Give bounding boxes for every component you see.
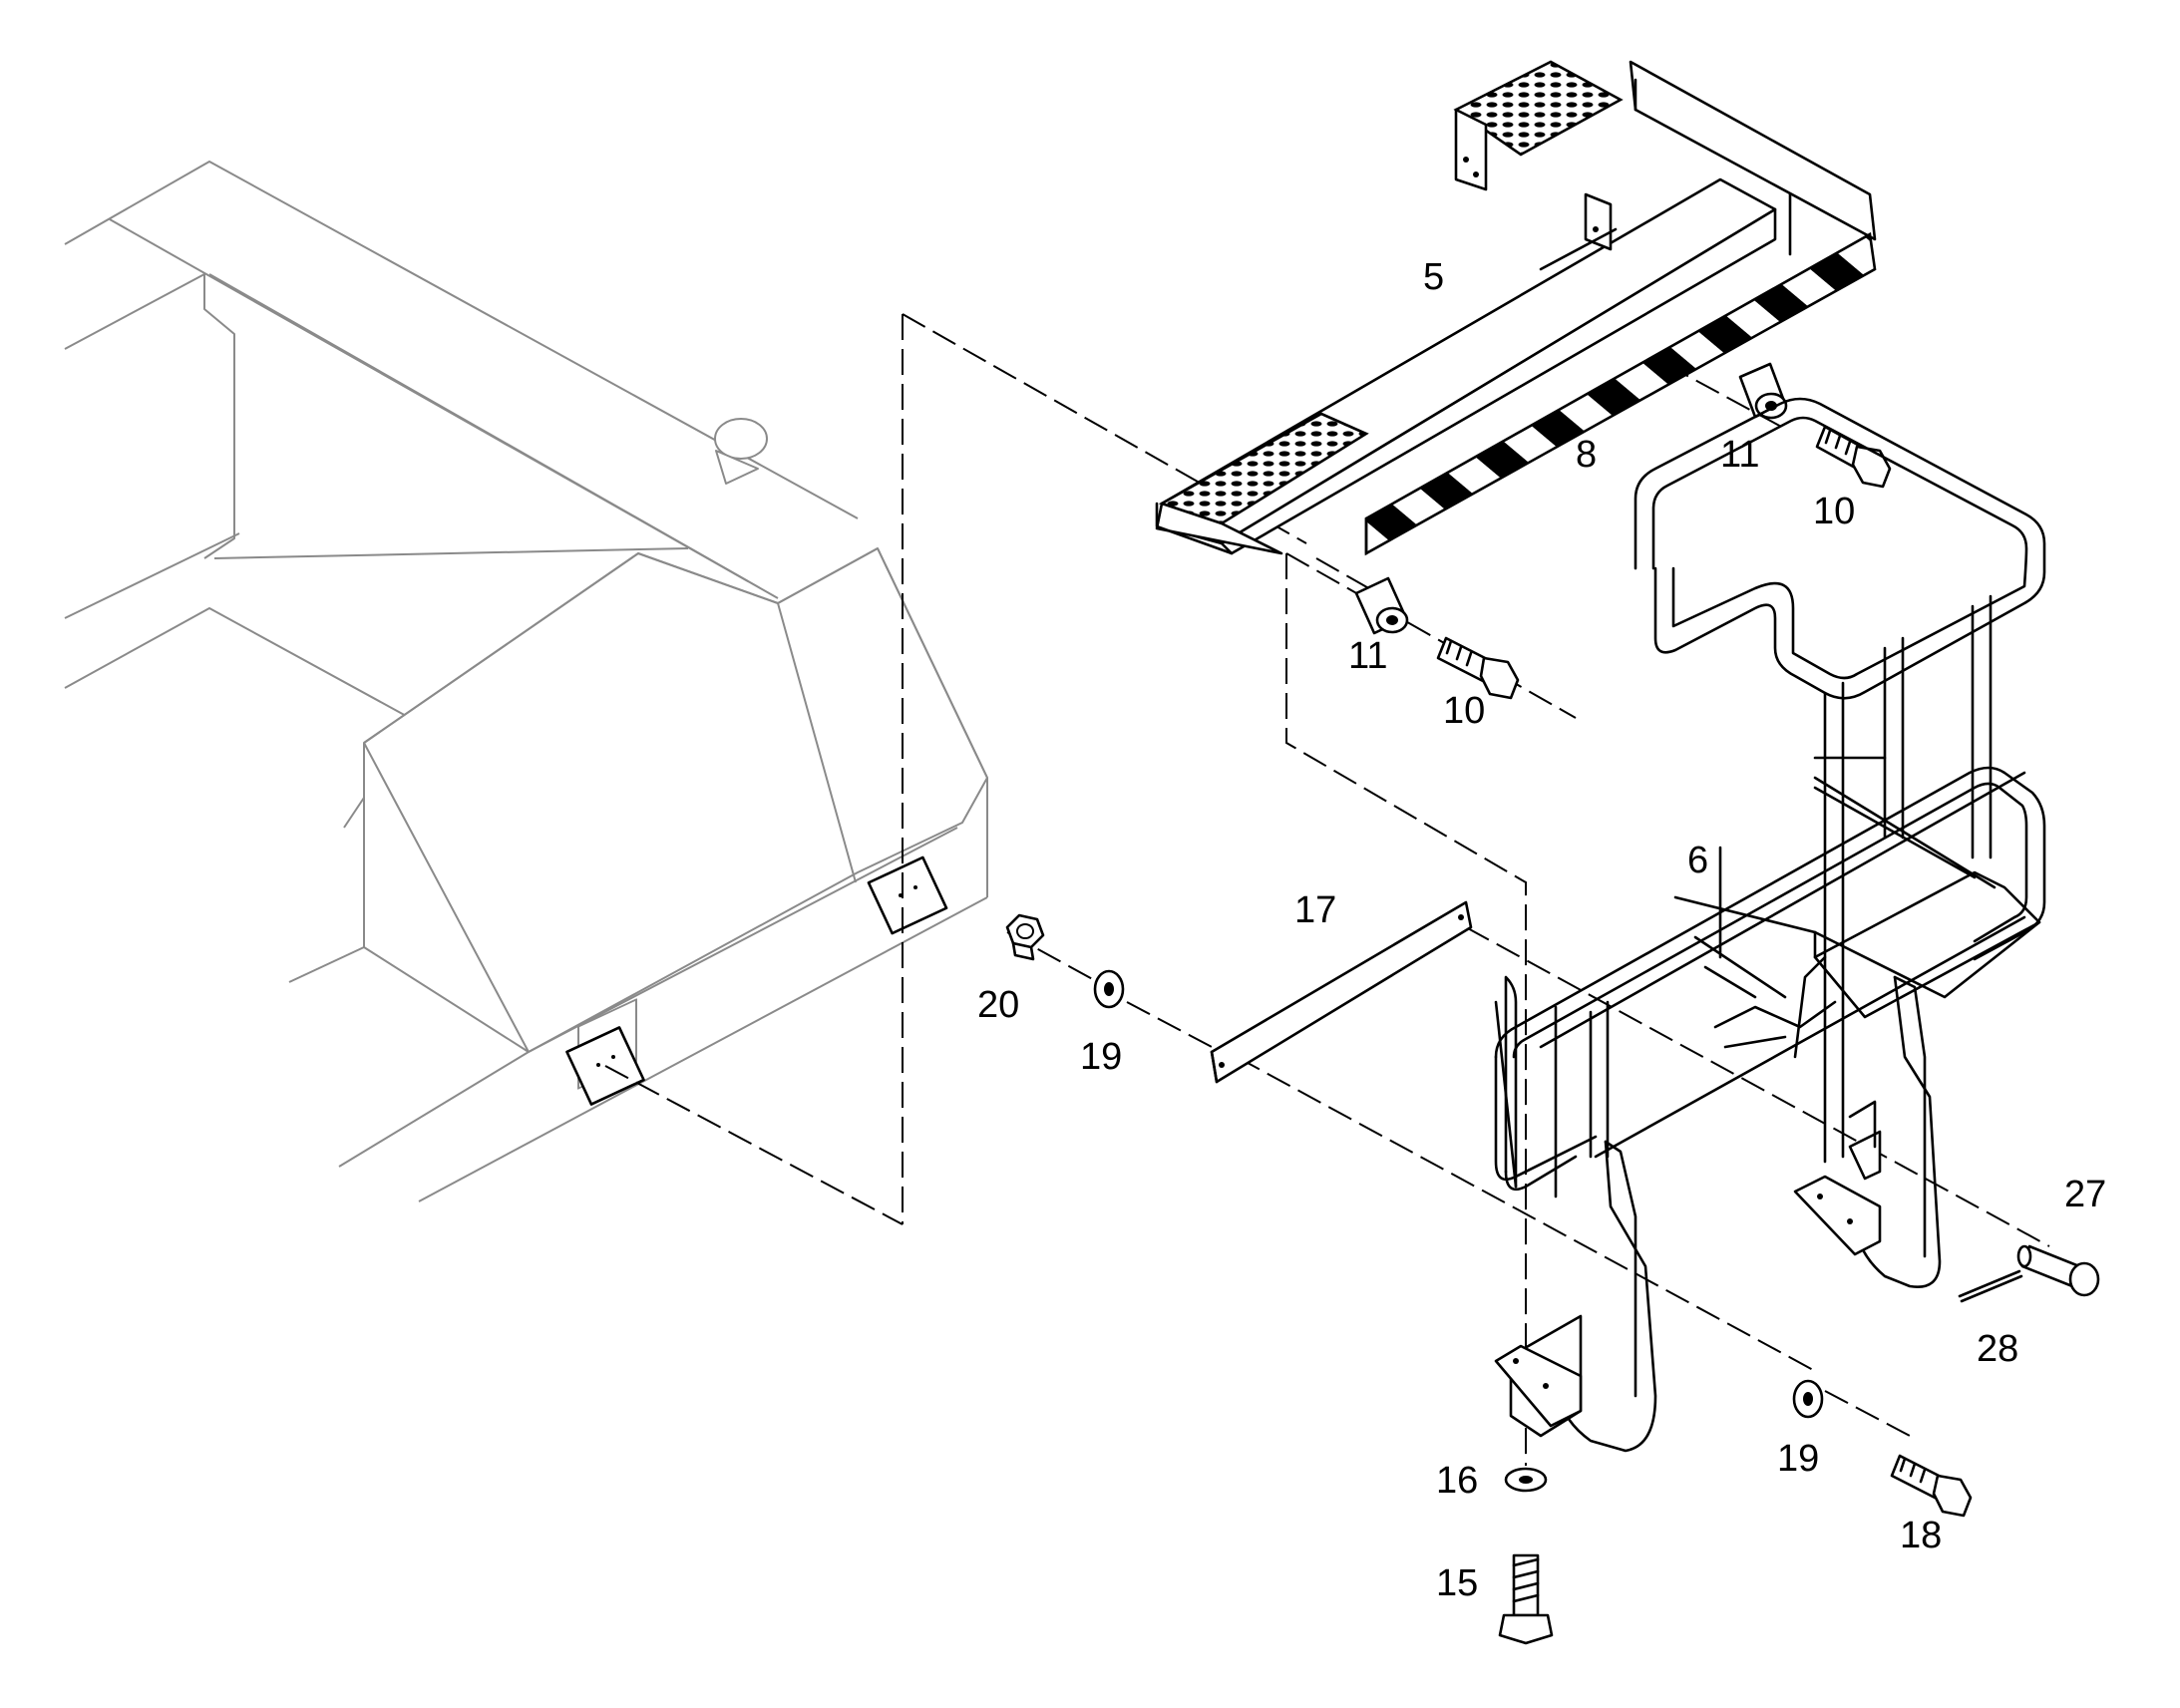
bolt-18 <box>1890 1454 1973 1518</box>
callout-19-upper: 19 <box>1080 1036 1122 1078</box>
callout-27: 27 <box>2064 1174 2106 1215</box>
bolt-15 <box>1498 1553 1554 1645</box>
callout-10-upper: 10 <box>1813 491 1855 532</box>
callout-11-upper: 11 <box>1720 434 1759 476</box>
callout-17: 17 <box>1294 889 1336 931</box>
nut <box>1005 913 1045 961</box>
callout-10-lower: 10 <box>1443 690 1485 732</box>
spacer-upper <box>1738 362 1788 420</box>
washer-upper <box>1093 969 1125 1009</box>
strap <box>1210 900 1473 1084</box>
callout-15: 15 <box>1436 1562 1478 1604</box>
step-platform <box>1155 60 1777 555</box>
callout-labels: 5 8 11 10 11 10 6 17 20 19 27 28 19 18 1… <box>977 256 2106 1604</box>
spacer-lower <box>1354 576 1409 635</box>
mounting-plate-right <box>867 855 948 935</box>
callout-8: 8 <box>1576 434 1597 476</box>
washer-bottom <box>1504 1467 1548 1493</box>
callout-18: 18 <box>1900 1515 1942 1556</box>
bolt-lower <box>1436 636 1520 700</box>
handrail-frame <box>1494 397 2046 1453</box>
callout-6: 6 <box>1687 840 1708 881</box>
hazard-stripe-panel <box>1364 60 1877 556</box>
washer-lower <box>1792 1379 1824 1419</box>
callout-20: 20 <box>977 984 1019 1026</box>
callout-19-lower: 19 <box>1777 1438 1819 1480</box>
callout-28: 28 <box>1977 1328 2018 1370</box>
callout-16: 16 <box>1436 1460 1478 1502</box>
pin <box>2016 1244 2100 1297</box>
callout-11-lower: 11 <box>1348 635 1387 677</box>
machine-body <box>64 161 988 1202</box>
callout-5: 5 <box>1423 256 1444 298</box>
cotter-pin <box>1958 1269 2023 1303</box>
